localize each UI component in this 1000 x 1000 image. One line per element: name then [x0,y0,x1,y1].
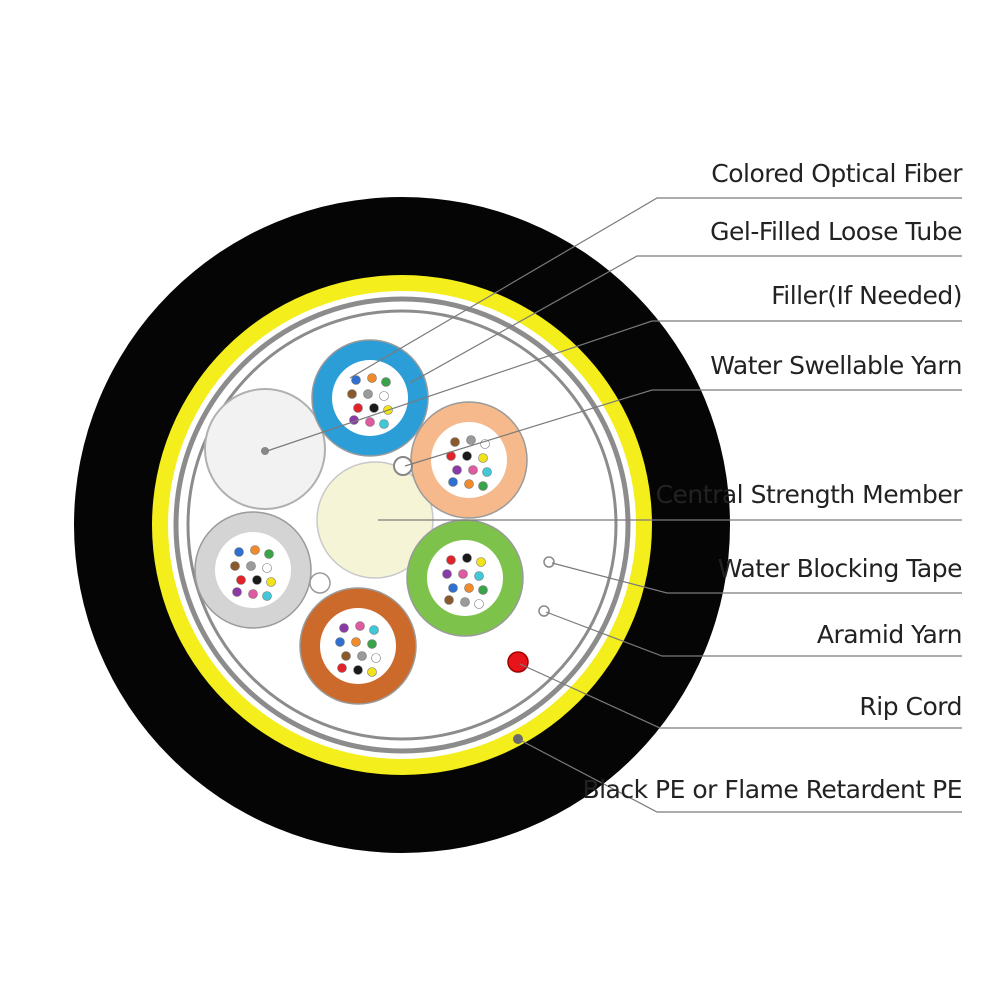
water-blocking-tape-marker [543,556,555,568]
colored-optical-fiber [367,667,377,677]
label-gel-filled-loose-tube: Gel-Filled Loose Tube [710,217,962,246]
colored-optical-fiber [452,465,462,475]
colored-optical-fiber [379,419,389,429]
outer-sheath-marker [513,734,523,744]
colored-optical-fiber [232,587,242,597]
colored-optical-fiber [266,577,276,587]
colored-optical-fiber [365,417,375,427]
colored-optical-fiber [381,377,391,387]
colored-optical-fiber [351,637,361,647]
colored-optical-fiber [448,477,458,487]
colored-optical-fiber [476,557,486,567]
colored-optical-fiber [339,623,349,633]
colored-optical-fiber [442,569,452,579]
colored-optical-fiber [252,575,262,585]
colored-optical-fiber [367,639,377,649]
label-water-swellable-yarn: Water Swellable Yarn [710,351,962,380]
colored-optical-fiber [478,585,488,595]
colored-optical-fiber [248,589,258,599]
filler-marker [261,447,269,455]
colored-optical-fiber [369,625,379,635]
colored-optical-fiber [446,555,456,565]
colored-optical-fiber [448,583,458,593]
water-blocking-tape-ring [173,296,631,754]
colored-optical-fiber [474,599,484,609]
colored-optical-fiber [351,375,361,385]
label-colored-optical-fiber: Colored Optical Fiber [711,159,963,188]
label-aramid-yarn: Aramid Yarn [817,620,962,649]
colored-optical-fiber [353,403,363,413]
colored-optical-fiber [262,563,272,573]
colored-optical-fiber [444,595,454,605]
colored-optical-fiber [347,389,357,399]
label-water-blocking-tape: Water Blocking Tape [718,554,962,583]
colored-optical-fiber [462,553,472,563]
colored-optical-fiber [468,465,478,475]
colored-optical-fiber [450,437,460,447]
colored-optical-fiber [353,665,363,675]
inner-core-boundary [186,309,618,741]
colored-optical-fiber [462,451,472,461]
leader-lines [266,197,962,813]
colored-optical-fiber [458,569,468,579]
colored-optical-fiber [357,651,367,661]
colored-optical-fiber [478,453,488,463]
colored-optical-fiber [341,651,351,661]
colored-optical-fiber [264,549,274,559]
label-filler: Filler(If Needed) [771,281,962,310]
colored-optical-fiber [355,621,365,631]
colored-optical-fiber [246,561,256,571]
label-outer-sheath: Black PE or Flame Retardent PE [582,775,962,804]
colored-optical-fiber [236,575,246,585]
colored-optical-fiber [262,591,272,601]
label-central-strength-member: Central Strength Member [656,480,964,509]
colored-optical-fiber [369,403,379,413]
colored-optical-fiber [464,583,474,593]
colored-optical-fiber [230,561,240,571]
colored-optical-fiber [234,547,244,557]
colored-optical-fiber [474,571,484,581]
colored-optical-fiber [371,653,381,663]
small-filler-bead [309,572,331,594]
colored-optical-fiber [478,481,488,491]
label-rip-cord: Rip Cord [859,692,962,721]
colored-optical-fiber [250,545,260,555]
rip-cord [507,651,529,673]
colored-optical-fiber [337,663,347,673]
colored-optical-fiber [464,479,474,489]
colored-optical-fiber [363,389,373,399]
colored-optical-fiber [335,637,345,647]
water-swellable-yarn [393,456,413,476]
colored-optical-fiber [460,597,470,607]
aramid-yarn-marker [538,605,550,617]
colored-optical-fiber [367,373,377,383]
colored-optical-fiber [466,435,476,445]
colored-optical-fiber [482,467,492,477]
colored-optical-fiber [379,391,389,401]
